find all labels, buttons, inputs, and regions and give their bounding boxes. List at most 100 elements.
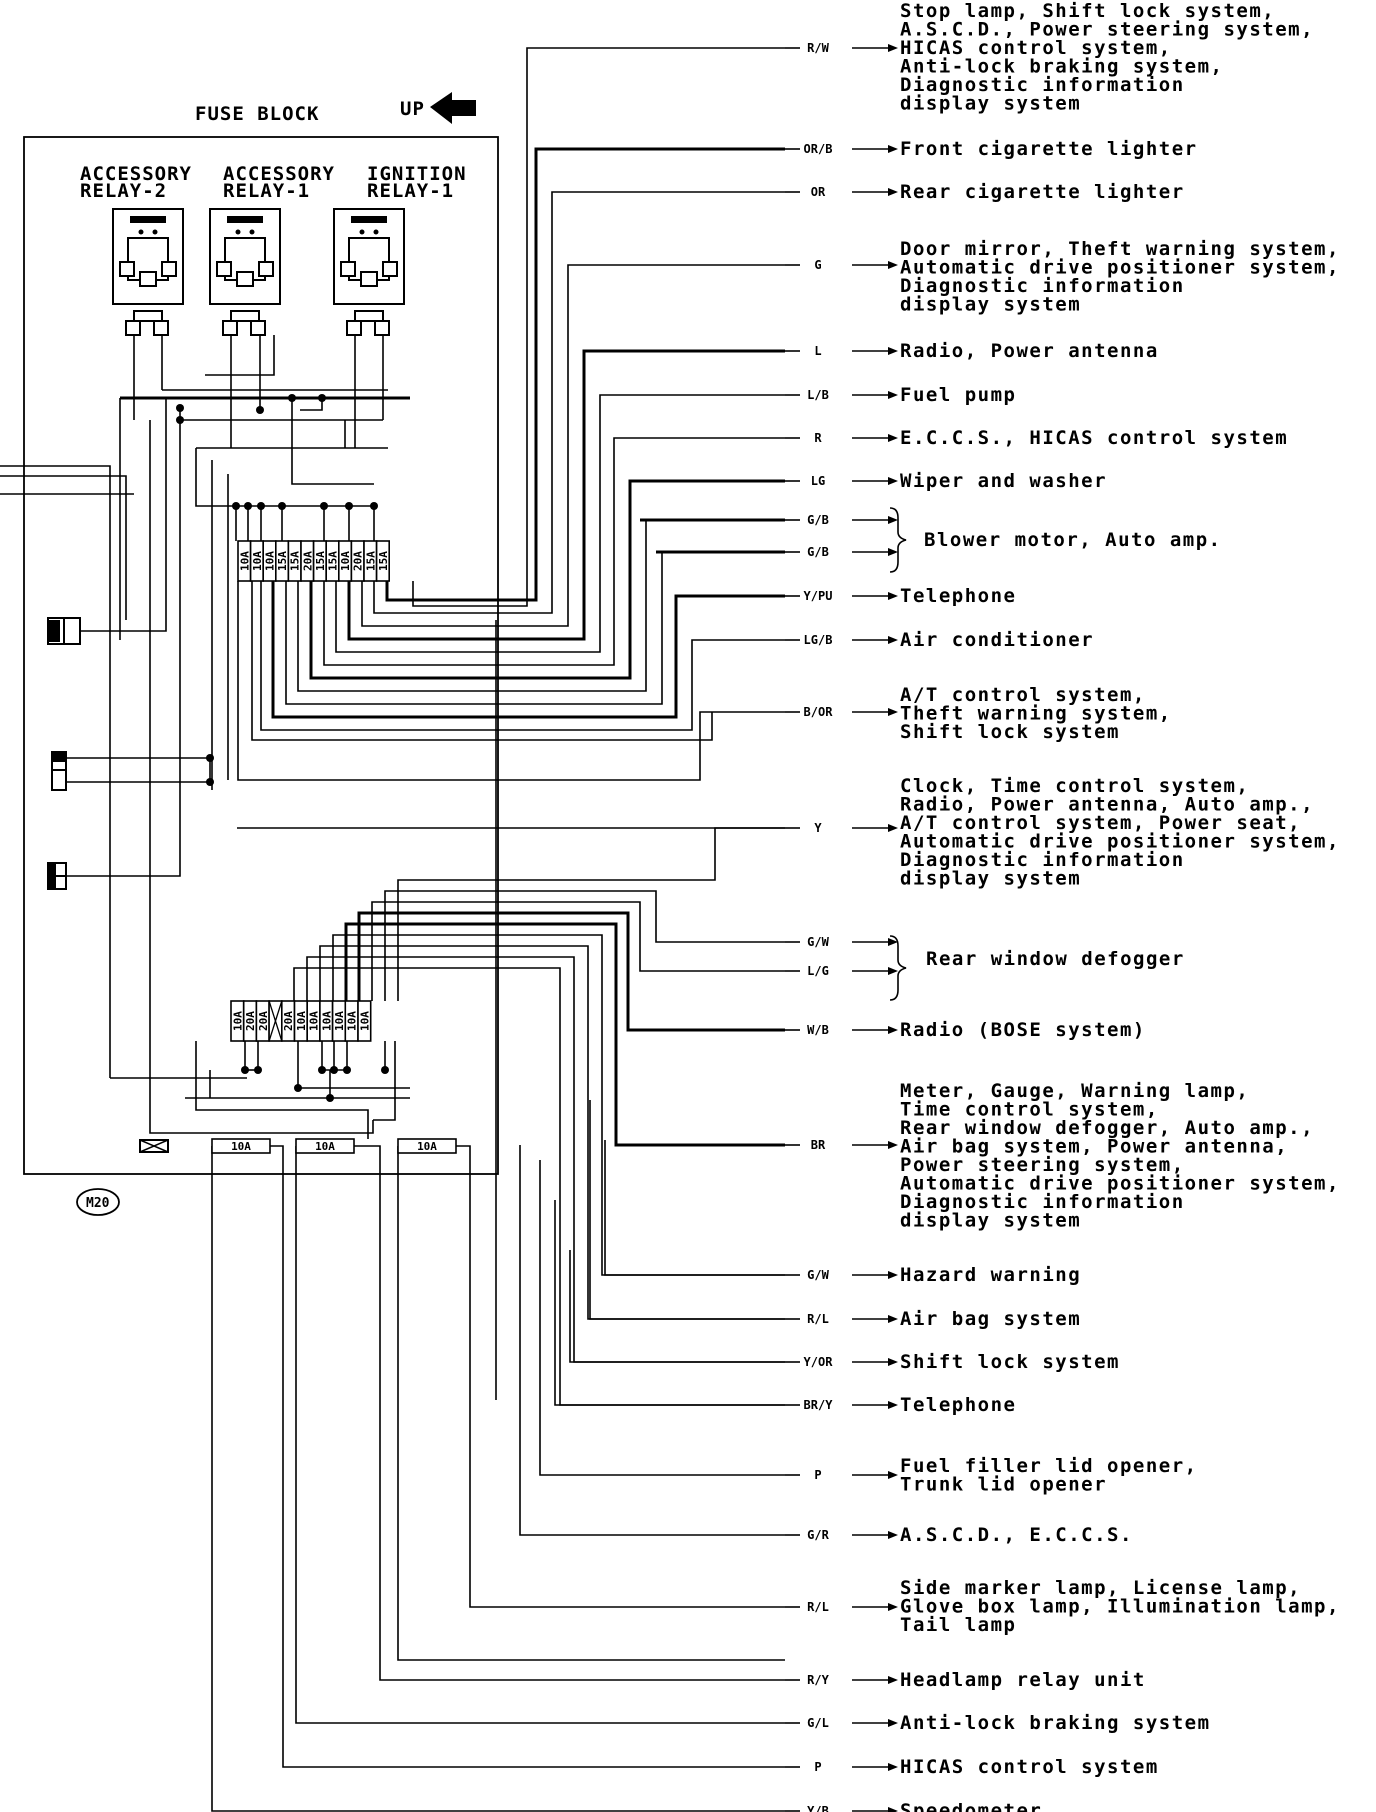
wire xyxy=(260,581,785,731)
relay-socket xyxy=(230,310,260,322)
fuse-4 xyxy=(268,1000,283,1042)
relay-2-title-line2: RELAY-1 xyxy=(223,180,310,202)
bottom-fuse-1: 10A xyxy=(211,1138,271,1154)
fuse-body xyxy=(397,1138,457,1154)
output-label-line: Radio, Power antenna, Auto amp., xyxy=(900,794,1314,816)
output-16: L/G xyxy=(785,964,898,978)
output-label-line: Automatic drive positioner system, xyxy=(900,1173,1340,1195)
wire-color-code: G/L xyxy=(807,1716,829,1730)
fuse-rating: 15A xyxy=(377,551,390,571)
arrow-icon xyxy=(888,938,898,946)
arrow-icon xyxy=(888,548,898,556)
relay-body xyxy=(333,208,405,305)
bottom-fuse-3: 10A xyxy=(397,1138,457,1154)
fuse-rating: 10A xyxy=(333,1011,346,1031)
output-label-line: Diagnostic information xyxy=(900,1191,1185,1213)
arrow-icon xyxy=(888,967,898,975)
junction-dot xyxy=(318,394,326,402)
wire-color-code: LG xyxy=(811,474,825,488)
arrow-icon xyxy=(888,1807,898,1812)
wire xyxy=(270,1145,785,1768)
arrow-icon xyxy=(888,1763,898,1771)
arrow-icon xyxy=(888,1401,898,1409)
fuse-rating: 15A xyxy=(364,551,377,571)
output-label-line: Anti-lock braking system, xyxy=(900,56,1223,78)
relay-3-title-line1: IGNITION xyxy=(367,163,467,185)
arrow-icon xyxy=(888,1471,898,1479)
output-label-line: Headlamp relay unit xyxy=(900,1669,1146,1691)
fuse-rating: 10A xyxy=(346,1011,359,1031)
wire-color-code: G xyxy=(814,258,821,272)
fuse-body xyxy=(295,1138,355,1154)
fuse-12: 15A xyxy=(375,540,391,582)
fuse-7: 15A xyxy=(312,540,328,582)
fuse-rating: 15A xyxy=(289,551,302,571)
output-label-line: Diagnostic information xyxy=(900,74,1185,96)
wire-color-code: BR/Y xyxy=(804,1398,834,1412)
arrow-icon xyxy=(888,592,898,600)
arrow-icon xyxy=(888,1676,898,1684)
relay-3-symbol xyxy=(333,208,405,336)
wire xyxy=(195,448,236,507)
fuse-body xyxy=(211,1138,271,1154)
output-label-line: display system xyxy=(900,868,1081,890)
output-label-line: HICAS control system xyxy=(900,1756,1159,1778)
wire-color-code: LG/B xyxy=(804,633,833,647)
relay-socket xyxy=(354,310,384,322)
fuse-5: 20A xyxy=(280,1000,296,1042)
wire xyxy=(456,1145,785,1608)
wire xyxy=(539,1160,785,1476)
wire xyxy=(149,420,374,1134)
relay-pin xyxy=(216,261,232,277)
output-label-line: A.S.C.D., E.C.C.S. xyxy=(900,1524,1133,1546)
arrow-icon xyxy=(888,1603,898,1611)
output-label-line: Wiper and washer xyxy=(900,470,1107,492)
wire xyxy=(332,934,785,1276)
junction-dot xyxy=(176,404,184,412)
output-label-line: display system xyxy=(900,1210,1081,1232)
arrow-icon xyxy=(888,636,898,644)
output-label-line: Shift lock system xyxy=(900,1351,1120,1373)
brace-label-blower: Blower motor, Auto amp. xyxy=(924,529,1222,551)
arrow-icon xyxy=(888,188,898,196)
output-label-line: Tail lamp xyxy=(900,1614,1016,1636)
wire-color-code: L/G xyxy=(807,964,829,978)
output-label-line: Telephone xyxy=(900,1394,1016,1416)
output-13: B/ORA/T control system,Theft warning sys… xyxy=(785,684,1170,743)
output-label-line: Air bag system, Power antenna, xyxy=(900,1136,1288,1158)
relay-pin xyxy=(161,261,177,277)
wire xyxy=(0,475,127,620)
fuse-rating: 10A xyxy=(231,1140,251,1153)
fuse-8: 15A xyxy=(325,540,340,582)
relay-contact xyxy=(235,229,241,235)
arrow-icon xyxy=(888,434,898,442)
wire xyxy=(291,398,324,485)
wire xyxy=(251,581,713,741)
wire-color-code: R/L xyxy=(807,1600,829,1614)
relay-2-title-line1: ACCESSORY xyxy=(223,163,335,185)
junction-dot xyxy=(278,502,286,510)
output-label-line: Speedometer xyxy=(900,1800,1042,1812)
arrow-icon xyxy=(888,477,898,485)
wire xyxy=(397,1146,785,1661)
fuse-rating: 10A xyxy=(358,1011,371,1031)
relay-body xyxy=(112,208,184,305)
wire xyxy=(604,1140,785,1276)
wire-color-code: Y/PU xyxy=(804,589,833,603)
wire-color-code: R xyxy=(814,431,822,445)
relay-pin xyxy=(119,261,135,277)
relay-3-title-line2: RELAY-1 xyxy=(367,180,454,202)
fuse-rating: 10A xyxy=(320,1011,333,1031)
output-22: BR/Y Telephone xyxy=(785,1394,1016,1416)
fuse-10: 10A xyxy=(344,1000,359,1042)
output-label-line: display system xyxy=(900,93,1081,115)
wire xyxy=(554,1200,785,1406)
